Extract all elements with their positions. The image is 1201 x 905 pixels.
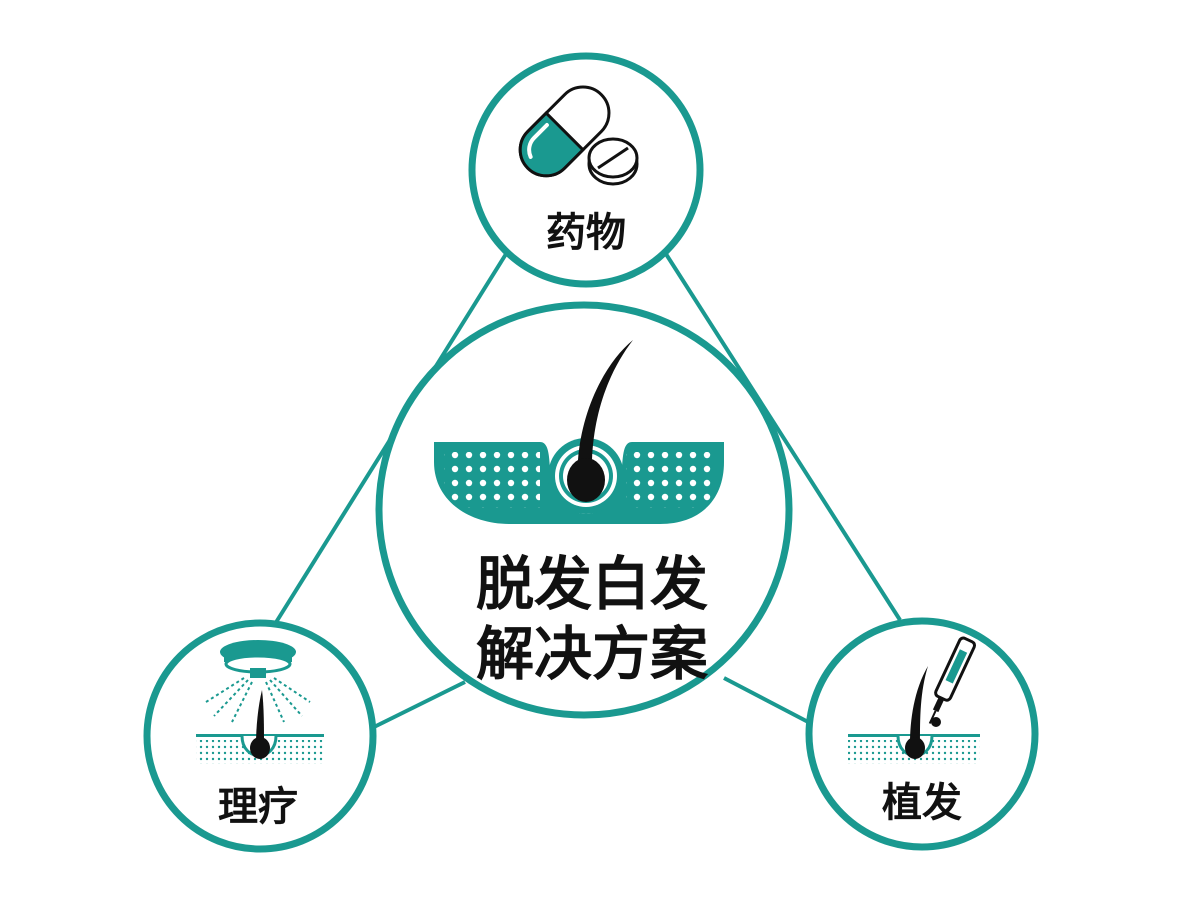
connector-top-right xyxy=(664,252,902,622)
node-medication-circle xyxy=(468,52,704,288)
therapy-hair-strand xyxy=(256,690,264,744)
connector-left-center xyxy=(371,680,466,730)
capsule-highlight xyxy=(527,123,549,159)
connector-right-center xyxy=(723,676,813,726)
hair-bulb xyxy=(567,458,605,502)
pen-window xyxy=(945,649,968,684)
node-therapy-label: 理疗 xyxy=(218,784,298,830)
laser-therapy-icon xyxy=(196,640,324,764)
skin-pores-right xyxy=(626,452,716,508)
hair-strand xyxy=(578,340,633,460)
center-title-line2: 解决方案 xyxy=(476,620,709,688)
capsule-tablet-icon xyxy=(518,85,639,186)
device-nozzle xyxy=(250,668,266,678)
therapy-hair-bulb xyxy=(250,737,270,759)
skin-pores-left xyxy=(444,452,540,508)
node-transplant-label: 植发 xyxy=(882,780,962,826)
pen-needle xyxy=(928,710,937,724)
center-title-line1: 脱发白发 xyxy=(476,550,708,618)
center-node: 脱发白发 解决方案 xyxy=(375,301,793,719)
hair-transplant-icon xyxy=(848,636,980,764)
transplant-hair-bulb xyxy=(905,737,925,759)
pen-tip xyxy=(932,696,945,713)
node-therapy: 理疗 xyxy=(143,619,377,853)
light-rays xyxy=(205,677,311,723)
transplant-hair-strand xyxy=(910,666,928,744)
hair-follicle-icon xyxy=(434,340,724,524)
graft-dot xyxy=(931,717,941,727)
node-transplant: 植发 xyxy=(805,617,1039,851)
tablet-score-line xyxy=(597,146,629,170)
node-medication: 药物 xyxy=(468,52,704,288)
capsule-teal-half xyxy=(518,110,586,178)
node-medication-label: 药物 xyxy=(546,210,626,256)
